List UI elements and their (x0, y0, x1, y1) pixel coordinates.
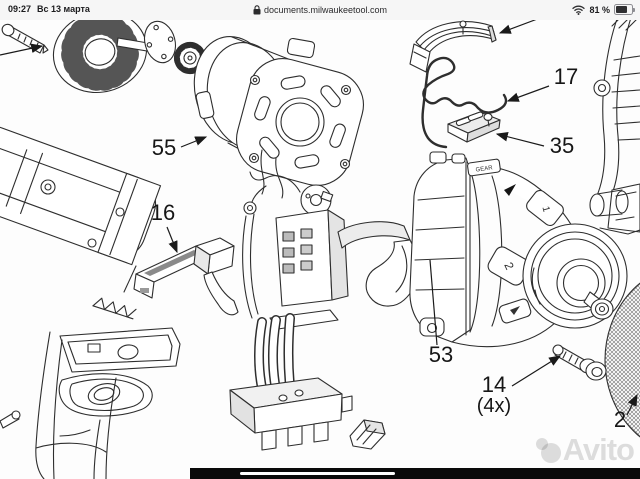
battery-icon (614, 4, 635, 15)
speed-1-marking: 1 (539, 205, 551, 214)
gearbox-assembly: GEAR 1 2 (409, 151, 628, 348)
bit-holder-clip (409, 20, 497, 73)
status-time: 09:27 (8, 4, 32, 14)
screw-bottom-left (0, 410, 21, 429)
part-label-17: 17 (554, 64, 578, 89)
small-cap-part (349, 419, 386, 450)
screw-14 (552, 344, 607, 381)
part-label-55: 55 (152, 135, 176, 160)
avito-watermark: Avito (533, 432, 635, 467)
part-label-2: 2 (614, 407, 626, 432)
status-left: 09:27 Вс 13 марта (8, 4, 90, 14)
wifi-icon (572, 5, 586, 15)
armature-assembly (52, 10, 212, 94)
watermark-text: Avito (562, 432, 635, 467)
belt-clip (133, 237, 239, 316)
leader-screw-top-left (0, 43, 44, 56)
part-labels: 55 16 17 35 53 14 (4x) 2 (151, 64, 626, 432)
part-label-14-qty: (4x) (477, 395, 511, 417)
left-housing-half (0, 120, 181, 479)
leader-53 (429, 259, 438, 346)
status-right: 81 % (572, 4, 635, 15)
part-label-53: 53 (429, 342, 453, 367)
battery-terminal-block (229, 377, 353, 451)
leader-16 (166, 226, 178, 254)
leader-17 (506, 85, 550, 102)
leader-14 (511, 355, 562, 387)
leader-lines (0, 11, 638, 416)
battery-percent: 81 % (589, 4, 610, 15)
gear-plate-marking: GEAR (475, 165, 493, 173)
scrub-handle[interactable] (240, 471, 395, 475)
status-date: Вс 13 марта (37, 4, 90, 14)
bit-holder-plate (447, 111, 501, 143)
url-text: documents.milwaukeetool.com (263, 5, 388, 15)
part-label-16: 16 (151, 200, 175, 225)
lock-icon (253, 5, 261, 15)
part-label-14: 14 (482, 372, 506, 397)
avito-logo-icon (535, 437, 561, 463)
right-housing-half (589, 9, 640, 235)
motor-stator (193, 35, 364, 199)
bottom-scrub-bar[interactable] (190, 468, 640, 479)
screw-top-left (1, 23, 49, 54)
url-bar[interactable]: documents.milwaukeetool.com (0, 5, 640, 15)
status-bar: 09:27 Вс 13 марта documents.milwaukeetoo… (0, 0, 640, 20)
leader-35 (495, 132, 545, 147)
trigger-switch-assembly (242, 171, 419, 395)
part-label-35: 35 (550, 133, 574, 158)
wire-form-spring (421, 56, 508, 149)
leader-55 (180, 136, 208, 148)
leader-2 (626, 393, 638, 416)
